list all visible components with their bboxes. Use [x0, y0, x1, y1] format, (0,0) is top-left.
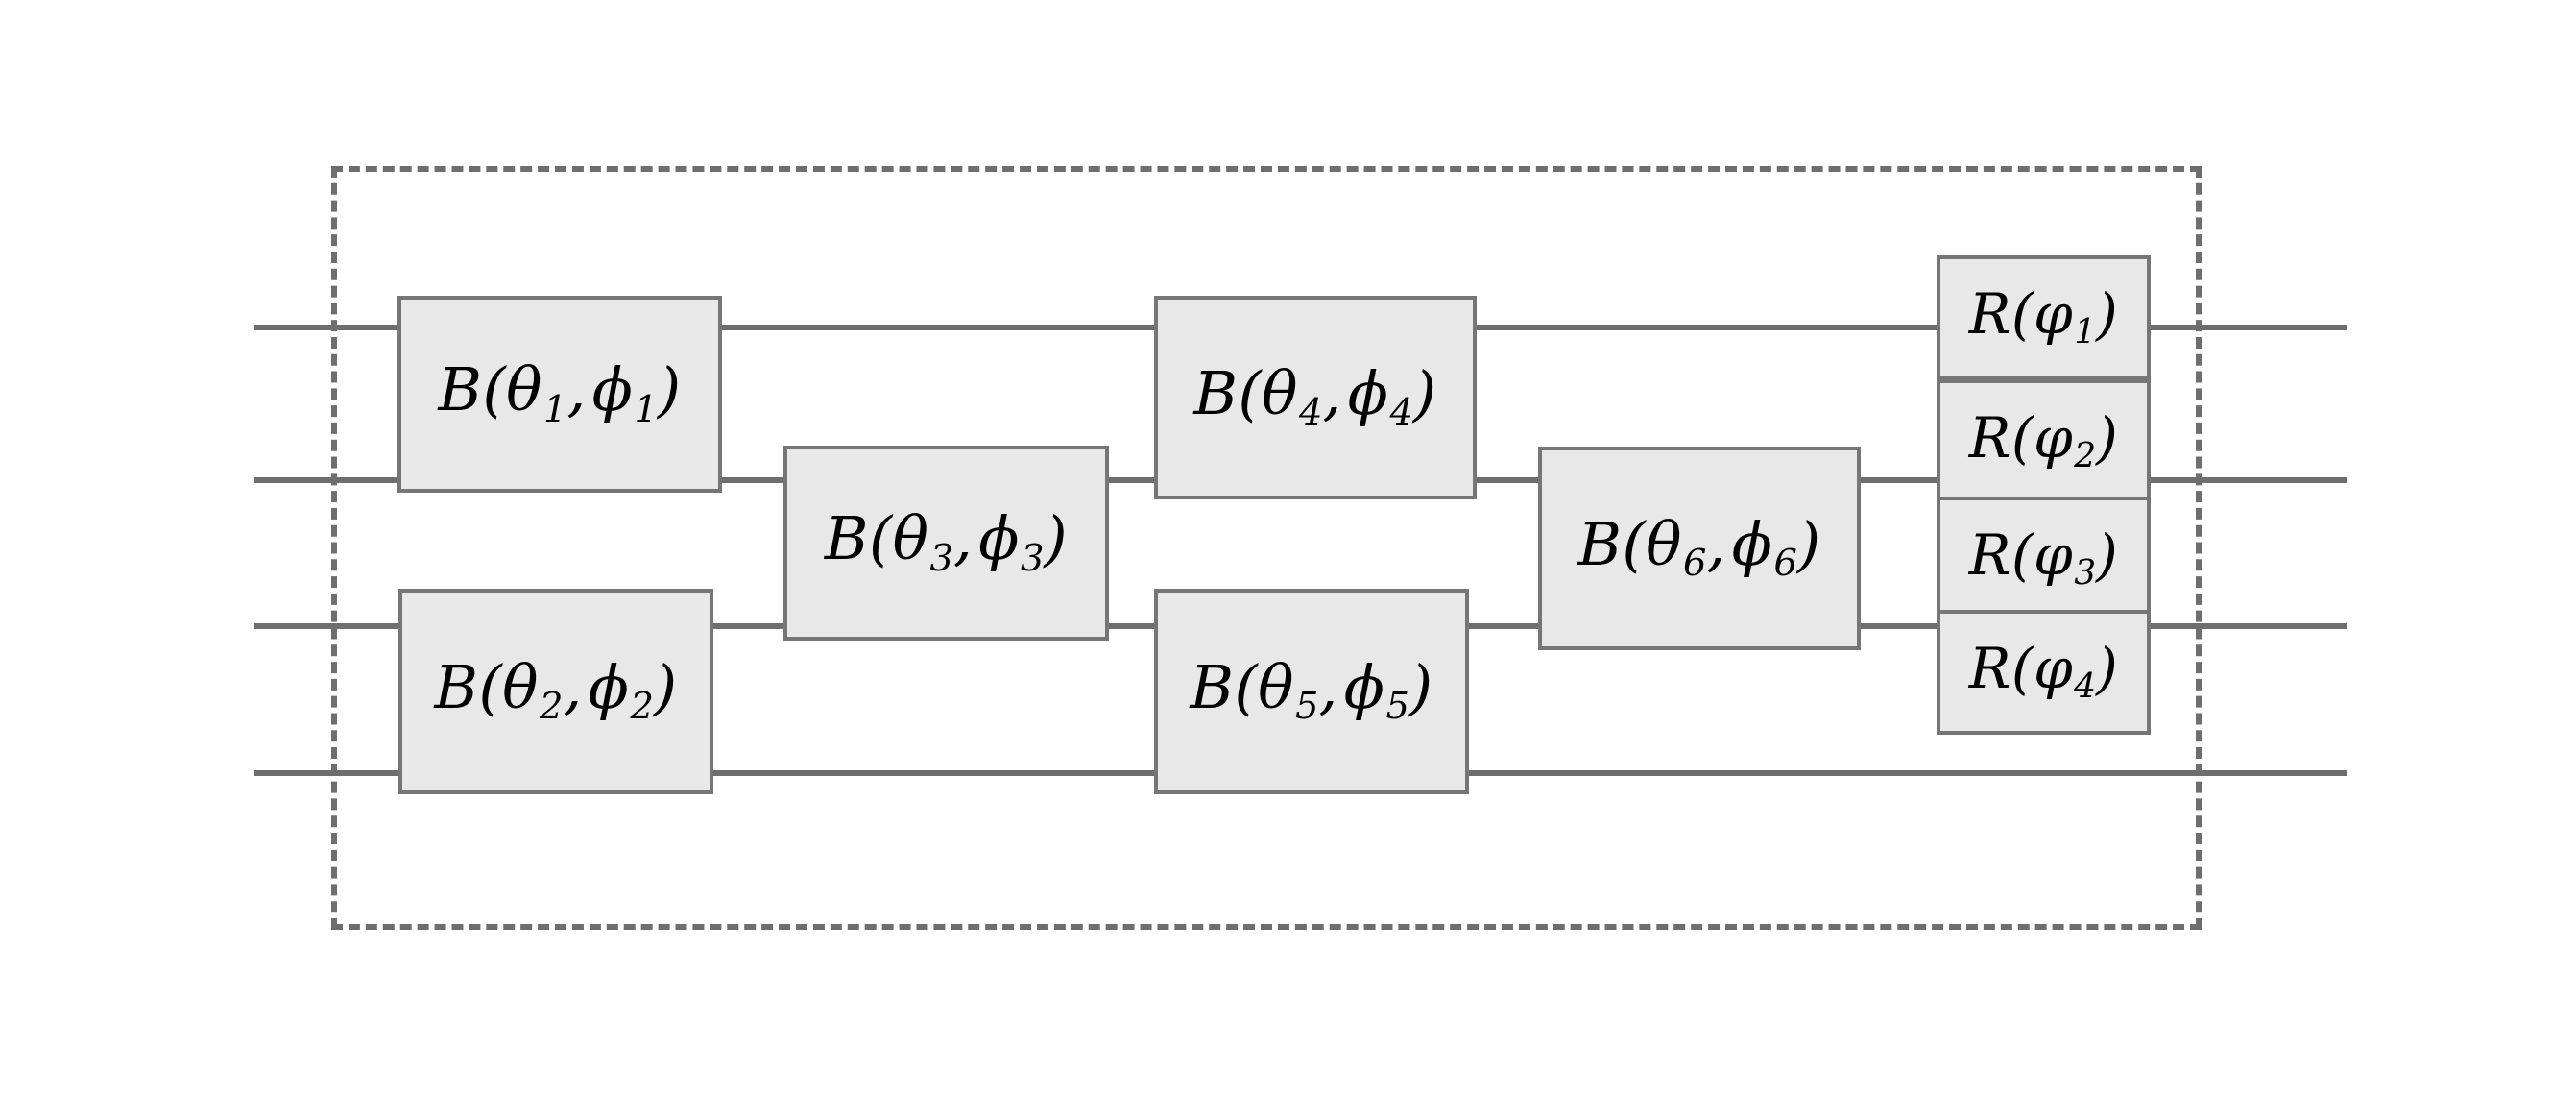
gate-rotation-3[interactable]: R(φ3) — [1937, 497, 2151, 621]
gate-beamsplitter-2-label: B(θ2,ϕ2) — [434, 651, 678, 729]
gate-rotation-3-label: R(φ3) — [1968, 522, 2119, 594]
gate-beamsplitter-3-label: B(θ3,ϕ3) — [824, 503, 1069, 580]
gate-rotation-1-label: R(φ1) — [1968, 280, 2119, 352]
gate-rotation-2[interactable]: R(φ2) — [1937, 379, 2151, 504]
gate-rotation-2-label: R(φ2) — [1968, 404, 2119, 476]
gate-beamsplitter-3[interactable]: B(θ3,ϕ3) — [783, 446, 1109, 641]
gate-beamsplitter-6[interactable]: B(θ6,ϕ6) — [1538, 447, 1861, 650]
dashed-region-border — [331, 166, 2202, 930]
gate-rotation-4-label: R(φ4) — [1968, 635, 2119, 707]
gate-beamsplitter-5-label: B(θ5,ϕ5) — [1190, 651, 1433, 729]
gate-beamsplitter-4[interactable]: B(θ4,ϕ4) — [1154, 296, 1477, 499]
gate-beamsplitter-4-label: B(θ4,ϕ4) — [1193, 357, 1437, 435]
gate-beamsplitter-2[interactable]: B(θ2,ϕ2) — [398, 589, 713, 794]
gate-beamsplitter-6-label: B(θ6,ϕ6) — [1577, 508, 1821, 586]
gate-beamsplitter-1[interactable]: B(θ1,ϕ1) — [397, 296, 722, 493]
gate-rotation-1[interactable]: R(φ1) — [1937, 255, 2151, 380]
gate-rotation-4[interactable]: R(φ4) — [1937, 610, 2151, 735]
gate-beamsplitter-5[interactable]: B(θ5,ϕ5) — [1154, 589, 1469, 794]
gate-beamsplitter-1-label: B(θ1,ϕ1) — [438, 354, 682, 431]
